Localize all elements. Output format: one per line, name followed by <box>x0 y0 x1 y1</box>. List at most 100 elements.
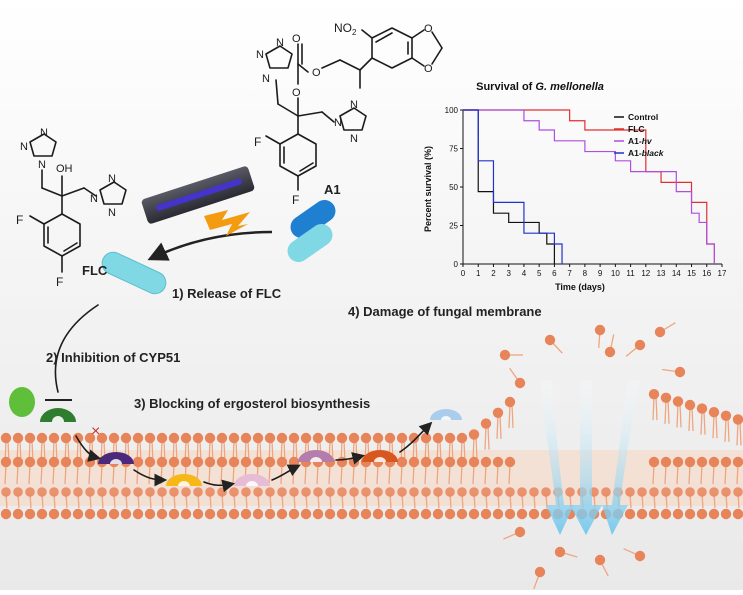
x-tick-label: 12 <box>641 269 650 278</box>
x-tick-label: 7 <box>567 269 572 278</box>
ergosterol-pathway: × <box>9 387 462 493</box>
legend-label: Control <box>628 112 658 122</box>
damage-arrow-left <box>540 380 574 535</box>
a1-o4: O <box>292 33 301 45</box>
x-tick-label: 8 <box>583 269 588 278</box>
series-line-control <box>463 109 556 264</box>
release-arrow <box>147 230 273 261</box>
y-tick-label: 100 <box>445 106 459 115</box>
floating-lipid <box>674 366 686 378</box>
x-tick-label: 17 <box>718 269 727 278</box>
pathway-arrow-3 <box>203 479 236 493</box>
flc-n4: N <box>90 193 98 205</box>
x-tick-label: 9 <box>598 269 603 278</box>
flc-oh: OH <box>56 163 73 175</box>
damage-arrow-right <box>602 380 640 535</box>
a1-n3: N <box>276 37 284 49</box>
flc-n1: N <box>20 141 28 153</box>
y-tick-label: 25 <box>449 222 458 231</box>
a1-label: A1 <box>324 182 341 197</box>
floating-lipid <box>654 326 666 338</box>
floating-lipid <box>544 334 556 346</box>
enzyme-1 <box>98 452 134 464</box>
a1-pill <box>287 199 336 263</box>
x-tick-label: 0 <box>461 269 466 278</box>
step-damage-label: 4) Damage of fungal membrane <box>348 304 542 319</box>
a1-f2: F <box>292 193 299 207</box>
pathway-arrow-6 <box>399 421 433 453</box>
a1-o2: O <box>424 63 433 75</box>
x-tick-label: 14 <box>672 269 681 278</box>
membrane-damage-arrows <box>540 380 640 535</box>
x-tick-label: 10 <box>611 269 620 278</box>
step-inhibition-label: 2) Inhibition of CYP51 <box>46 350 180 365</box>
flc-bound-blob <box>9 387 35 417</box>
cyp51-enzyme <box>40 408 76 422</box>
x-tick-label: 3 <box>506 269 511 278</box>
pathway-arrow-1 <box>75 435 102 462</box>
a1-o5: O <box>292 87 301 99</box>
legend-label: FLC <box>628 124 645 134</box>
chart-xlabel: Time (days) <box>555 282 605 292</box>
flc-label: FLC <box>82 263 108 278</box>
series-line-a1-black <box>463 109 563 264</box>
x-tick-label: 16 <box>702 269 711 278</box>
floating-lipid <box>634 550 646 562</box>
step-release-label: 1) Release of FLC <box>172 286 282 301</box>
legend-label: A1-black <box>628 148 665 158</box>
enzyme-3 <box>234 474 270 486</box>
enzyme-6 <box>430 409 462 420</box>
a1-n2: N <box>256 49 264 61</box>
flc-n5: N <box>108 173 116 185</box>
flc-n2: N <box>40 127 48 139</box>
flc-f1: F <box>16 213 23 227</box>
chart-ylabel: Percent survival (%) <box>423 146 433 232</box>
floating-lipid <box>534 566 546 578</box>
flc-structure: N N N OH N N N F F FLC <box>16 127 127 289</box>
x-tick-label: 4 <box>522 269 527 278</box>
pathway-arrow-2 <box>133 469 168 487</box>
flc-n6: N <box>108 207 116 219</box>
floating-lipid <box>594 554 606 566</box>
survival-chart: Survival of G. mellonella Time (days) Pe… <box>423 81 727 292</box>
damage-arrow-middle <box>570 380 602 535</box>
a1-n4: N <box>334 117 342 129</box>
a1-o1: O <box>424 23 433 35</box>
x-tick-label: 1 <box>476 269 481 278</box>
uv-lamp <box>141 166 255 224</box>
lightning-icon <box>204 210 250 236</box>
floating-lipid <box>554 546 566 558</box>
floating-lipid <box>514 377 526 389</box>
step-blocking-label: 3) Blocking of ergosterol biosynthesis <box>134 396 370 411</box>
enzyme-5 <box>362 450 398 462</box>
floating-lipid <box>604 346 616 358</box>
x-tick-label: 15 <box>687 269 696 278</box>
x-tick-label: 2 <box>491 269 496 278</box>
a1-n6: N <box>350 133 358 145</box>
a1-n1: N <box>262 73 270 85</box>
y-tick-label: 0 <box>454 260 459 269</box>
blocked-x-icon: × <box>91 423 100 440</box>
a1-structure: NO2 O O O O O N N N N N N <box>254 21 443 207</box>
enzyme-4 <box>298 450 334 462</box>
x-tick-label: 11 <box>626 269 635 278</box>
x-tick-label: 13 <box>657 269 666 278</box>
floating-lipid <box>594 324 606 336</box>
x-tick-label: 5 <box>537 269 542 278</box>
a1-no2: NO2 <box>334 21 357 37</box>
floating-lipid <box>499 349 511 361</box>
a1-o3: O <box>312 67 321 79</box>
a1-f1: F <box>254 135 261 149</box>
flc-n3: N <box>38 159 46 171</box>
flc-f2: F <box>56 275 63 289</box>
pathway-arrow-5 <box>335 452 366 465</box>
legend-label: A1-hv <box>628 136 653 146</box>
inhibition-line <box>54 304 99 393</box>
series-line-a1-hv <box>463 109 715 264</box>
pathway-arrow-4 <box>271 464 301 481</box>
chart-title: Survival of G. mellonella <box>476 81 604 93</box>
a1-n5: N <box>350 99 358 111</box>
y-tick-label: 50 <box>449 183 458 192</box>
